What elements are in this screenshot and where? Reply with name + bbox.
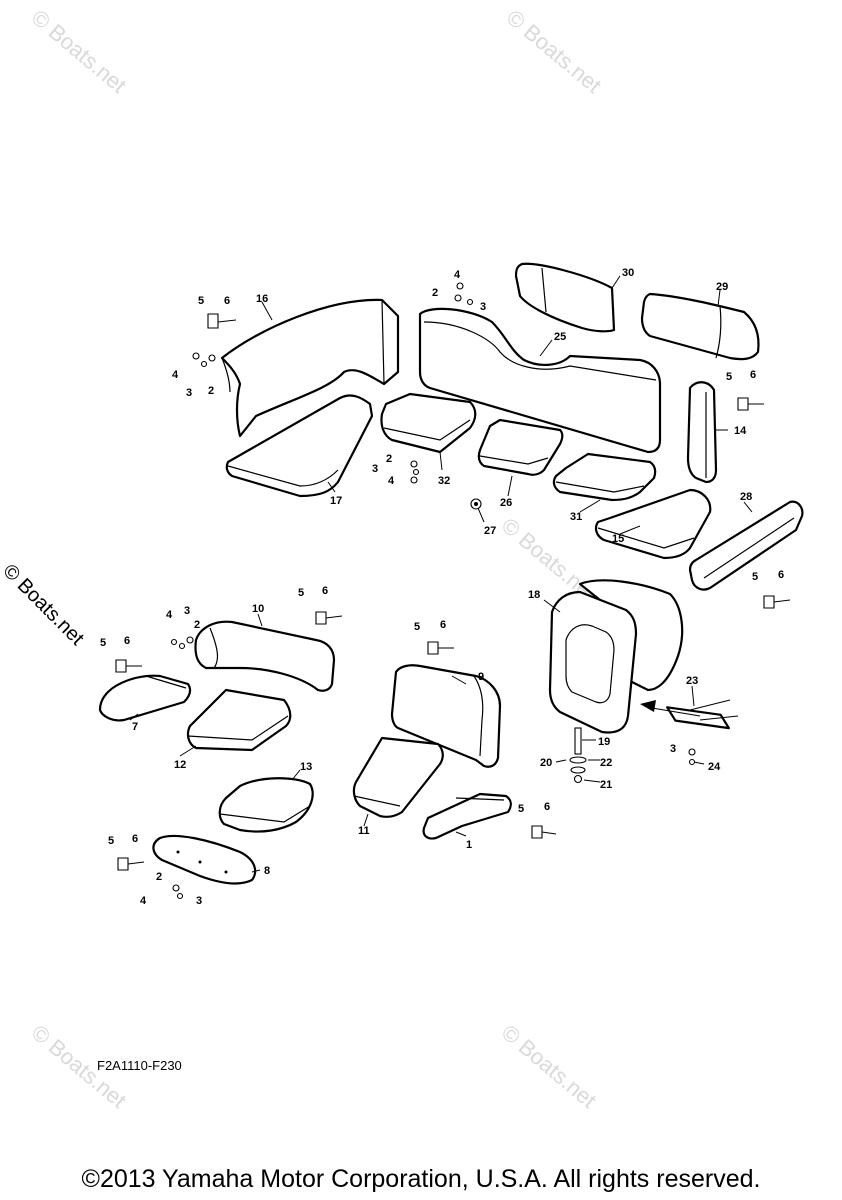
part-12-seat [186,688,292,752]
callout-4: 4 [166,609,173,621]
callout-4: 4 [388,475,395,487]
callout-17: 17 [330,495,342,507]
callout-3: 3 [480,301,486,313]
callout-15: 15 [612,533,624,545]
callout-27: 27 [484,525,496,537]
watermark-text: © Boats.net [27,5,131,98]
callout-28: 28 [740,491,752,503]
part-31-seat [552,452,657,502]
watermark-text: © Boats.net [502,5,606,98]
callout-4: 4 [454,269,461,281]
callout-10: 10 [252,603,264,615]
hinge-hardware-group [115,282,791,900]
callout-5: 5 [726,371,732,383]
callout-26: 26 [500,497,512,509]
callout-4: 4 [140,895,147,907]
callout-25: 25 [554,331,566,343]
callout-13: 13 [300,761,312,773]
part-16-backrest [220,298,400,438]
part-17-seat [225,394,374,498]
parts-19-22-hardware [569,727,587,784]
part-32-seat [380,392,477,454]
callout-6: 6 [124,635,130,647]
part-11-seat [352,736,444,818]
callout-16: 16 [256,293,268,305]
callout-3: 3 [372,463,378,475]
callout-31: 31 [570,511,582,523]
callout-21: 21 [600,779,612,791]
part-8-pad [152,834,257,885]
callout-5: 5 [298,587,304,599]
part-14-pad [686,381,718,484]
leader-lines [129,275,753,873]
callout-20: 20 [540,757,552,769]
callout-5: 5 [100,637,106,649]
callout-6: 6 [440,619,446,631]
callout-29: 29 [716,281,728,293]
callout-3: 3 [186,387,192,399]
callout-2: 2 [194,619,200,631]
watermark-text: © Boats.net [497,513,601,606]
part-23-bracket [640,699,739,730]
callout-14: 14 [734,425,747,437]
callout-6: 6 [132,833,138,845]
callout-23: 23 [686,675,698,687]
callout-5: 5 [752,571,758,583]
part-10-backrest [194,620,336,692]
part-28-pad [688,500,804,591]
part-9-backrest [390,664,502,768]
part-15-seat [594,488,712,560]
part-26-seat [477,418,564,476]
callout-3: 3 [670,743,676,755]
callout-6: 6 [224,295,230,307]
callout-8: 8 [264,865,270,877]
callout-32: 32 [438,475,450,487]
callout-6: 6 [750,369,756,381]
callout-6: 6 [322,585,328,597]
callout-9: 9 [478,671,484,683]
callout-24: 24 [708,761,721,773]
callout-18: 18 [528,589,540,601]
part-29-pad [640,292,760,361]
callout-1: 1 [466,839,472,851]
callout-7: 7 [132,721,138,733]
callout-6: 6 [544,801,550,813]
callout-2: 2 [156,871,162,883]
callout-30: 30 [622,267,634,279]
part-7-pad [98,674,192,722]
watermark-text: © Boats.net [497,1020,601,1113]
callout-2: 2 [432,287,438,299]
callout-22: 22 [600,757,612,769]
callout-11: 11 [358,825,370,837]
callout-3: 3 [184,605,190,617]
part-1-pad [422,792,512,840]
callout-5: 5 [414,621,420,633]
figure-code: F2A1110-F230 [97,1058,182,1073]
callout-numbers: 16 5 6 4 3 2 17 4 2 3 30 29 25 5 6 14 2 … [100,267,784,907]
copyright-notice: ©2013 Yamaha Motor Corporation, U.S.A. A… [81,1165,761,1193]
callout-3: 3 [196,895,202,907]
part-13-seat [218,777,314,833]
callout-2: 2 [208,385,214,397]
watermark-group: © Boats.net © Boats.net © Boats.net © Bo… [27,5,606,1113]
part-30-pad [514,262,616,333]
callout-5: 5 [518,803,524,815]
callout-19: 19 [598,736,610,748]
part-25-backrest [418,307,662,454]
callout-5: 5 [198,295,204,307]
callout-5: 5 [108,835,114,847]
callout-4: 4 [172,369,179,381]
callout-6: 6 [778,569,784,581]
callout-12: 12 [174,759,186,771]
callout-2: 2 [386,453,392,465]
part-18-seat-assembly [548,579,684,734]
